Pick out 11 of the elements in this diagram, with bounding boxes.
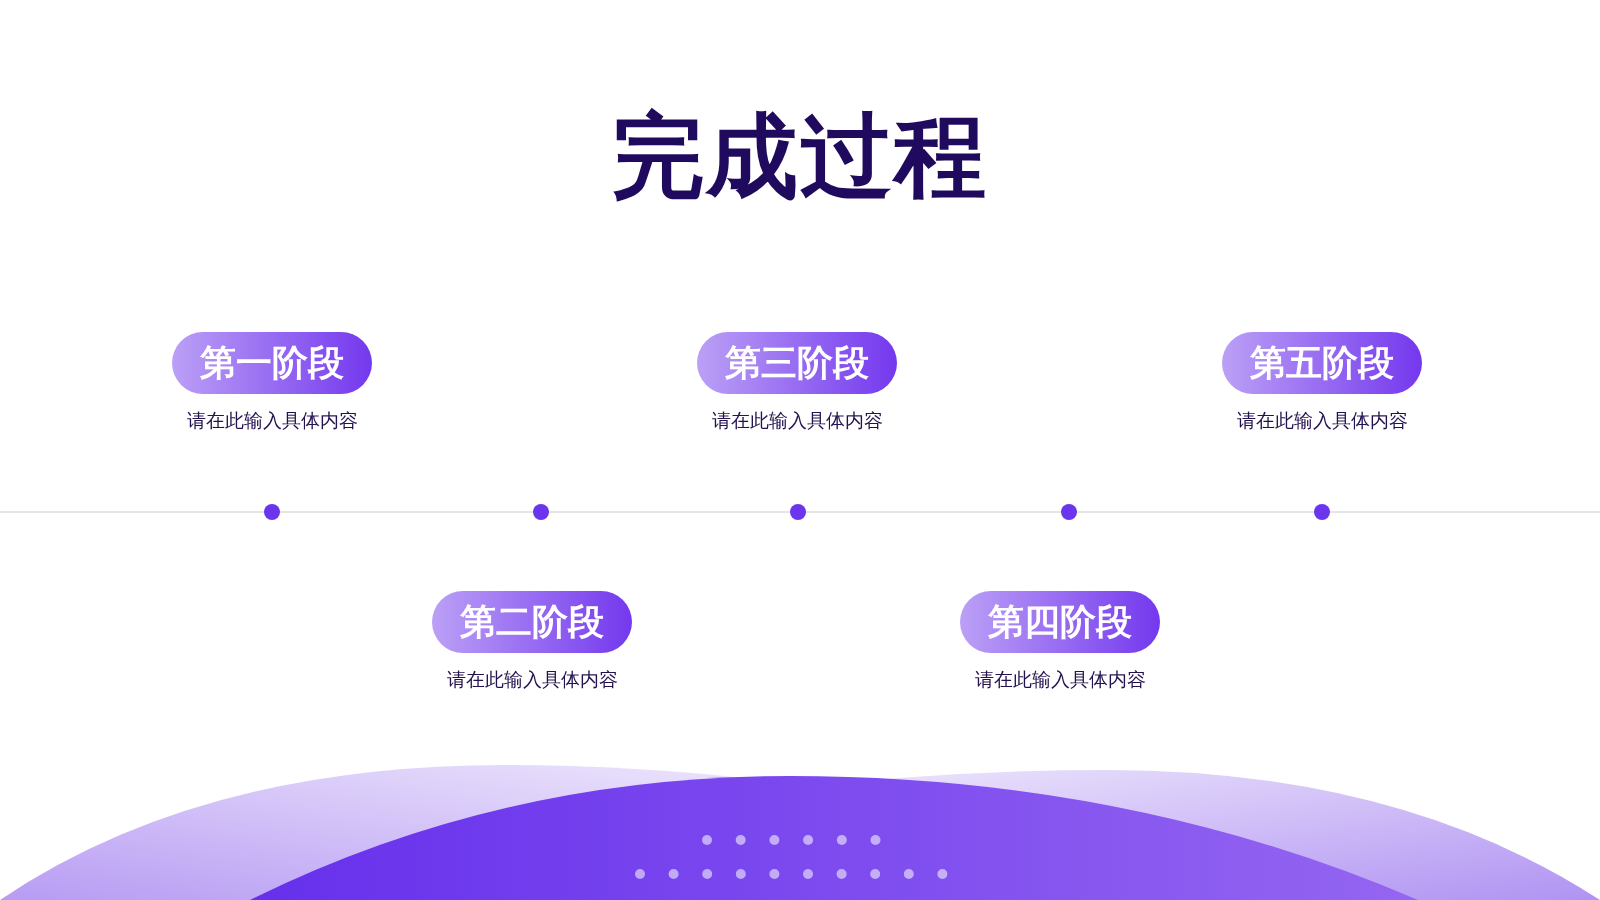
stage-description: 请在此输入具体内容 [710, 408, 884, 433]
stage-description: 请在此输入具体内容 [445, 667, 619, 692]
stage-pill: 第四阶段 [960, 591, 1160, 653]
title: 完成过程 [611, 102, 989, 212]
stage-description: 请在此输入具体内容 [1235, 408, 1409, 433]
stage-pill: 第一阶段 [172, 332, 372, 394]
stage-pill: 第五阶段 [1222, 332, 1422, 394]
stage-pill: 第三阶段 [697, 332, 897, 394]
stage-pill: 第二阶段 [432, 591, 632, 653]
stage-description: 请在此输入具体内容 [973, 667, 1147, 692]
stage-description: 请在此输入具体内容 [185, 408, 359, 433]
